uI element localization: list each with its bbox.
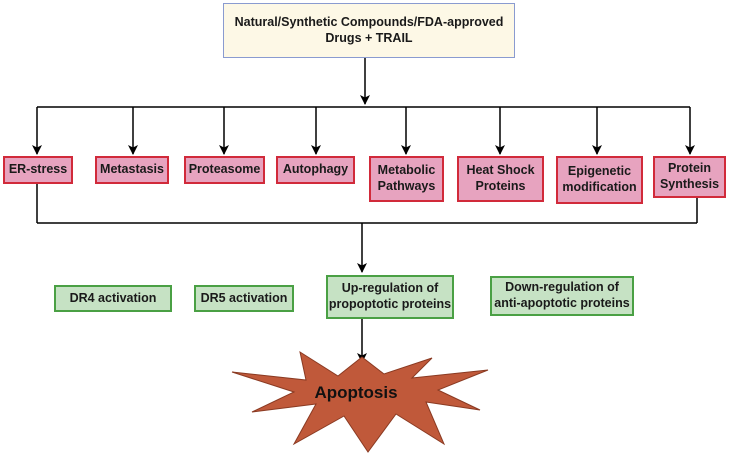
target-label-line-1: Protein bbox=[667, 161, 712, 176]
target-metabolic-pathways: Metabolic Pathways bbox=[369, 156, 444, 202]
effect-label-line-2: anti-apoptotic proteins bbox=[494, 296, 630, 310]
source-line-2: Drugs + TRAIL bbox=[325, 30, 413, 45]
effect-label-line-1: Up-regulation of bbox=[341, 281, 439, 296]
effect-downregulation-antiapoptotic: Down-regulation of anti-apoptotic protei… bbox=[490, 276, 634, 316]
target-label: ER-stress bbox=[8, 162, 68, 177]
source-box: Natural/Synthetic Compounds/FDA-approved… bbox=[223, 3, 515, 58]
target-heat-shock-proteins: Heat Shock Proteins bbox=[457, 156, 544, 202]
effect-dr4-activation: DR4 activation bbox=[54, 285, 172, 312]
apoptosis-label: Apoptosis bbox=[314, 383, 398, 402]
apoptosis-starburst bbox=[231, 350, 489, 453]
target-label-line-1: Heat Shock bbox=[466, 163, 535, 178]
target-protein-synthesis: Protein Synthesis bbox=[653, 156, 726, 198]
target-label-line-1: Metabolic bbox=[377, 163, 436, 178]
target-label-line-2: Pathways bbox=[377, 179, 436, 193]
target-label-line-2: Synthesis bbox=[659, 177, 720, 191]
effect-label-line-2: propoptotic proteins bbox=[328, 297, 452, 311]
target-label-line-2: Proteins bbox=[475, 179, 526, 193]
target-label: Metastasis bbox=[100, 162, 164, 177]
source-line-1: Natural/Synthetic Compounds/FDA-approved bbox=[234, 14, 504, 29]
effect-label-line-1: Down-regulation of bbox=[505, 280, 619, 295]
target-epigenetic-modification: Epigenetic modification bbox=[556, 156, 643, 204]
effect-label: DR4 activation bbox=[69, 290, 157, 305]
target-label: Autophagy bbox=[282, 162, 349, 177]
target-proteasome: Proteasome bbox=[184, 156, 265, 184]
target-label-line-2: modification bbox=[562, 180, 637, 194]
target-er-stress: ER-stress bbox=[3, 156, 73, 184]
target-autophagy: Autophagy bbox=[276, 156, 355, 184]
target-metastasis: Metastasis bbox=[95, 156, 169, 184]
effect-dr5-activation: DR5 activation bbox=[194, 285, 294, 312]
target-label-line-1: Epigenetic bbox=[567, 164, 632, 179]
effect-upregulation-proapoptotic: Up-regulation of propoptotic proteins bbox=[326, 275, 454, 319]
target-label: Proteasome bbox=[188, 162, 261, 177]
effect-label: DR5 activation bbox=[200, 290, 288, 305]
